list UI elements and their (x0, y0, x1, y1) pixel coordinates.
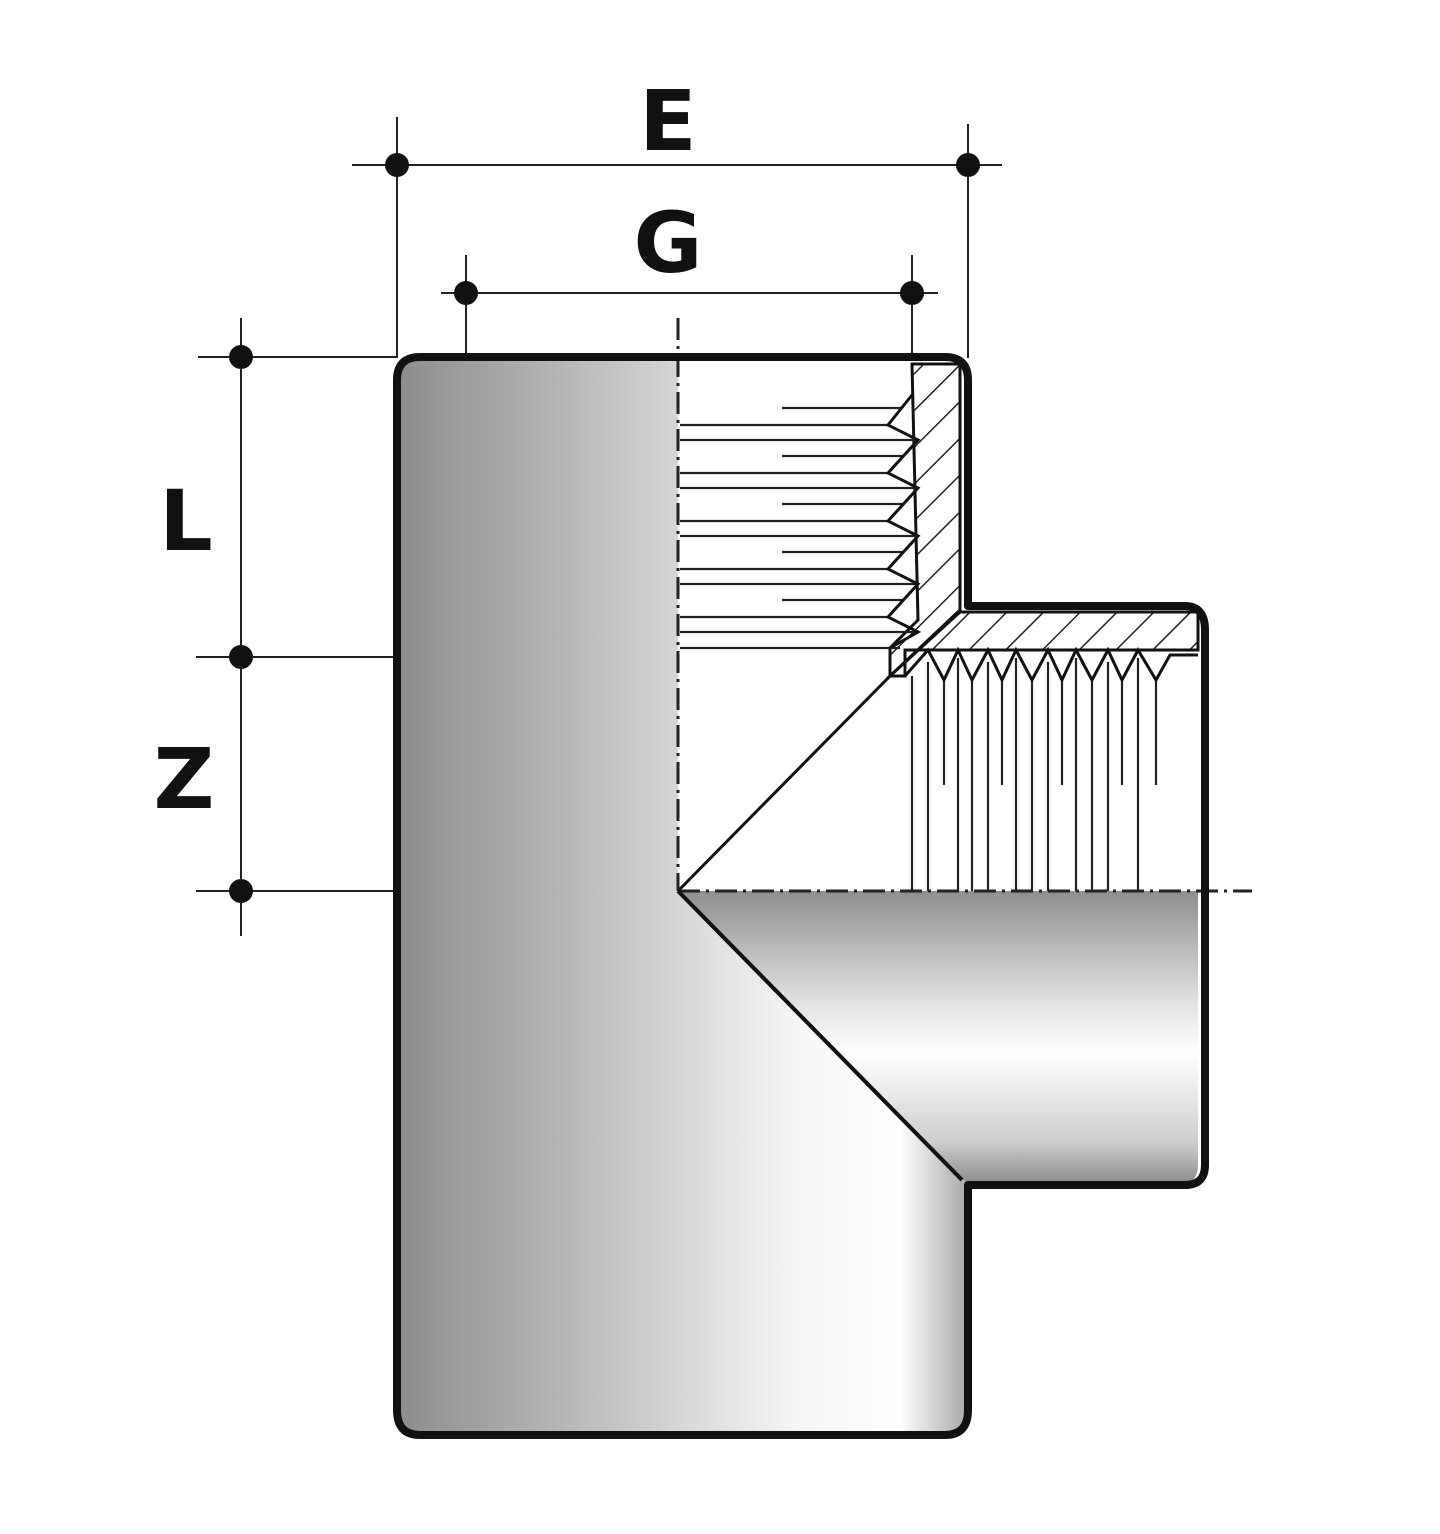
tee-outline (393, 353, 1209, 1439)
dimension-g-start-dot (454, 281, 478, 305)
side-port-threads (903, 646, 1198, 891)
dimension-g: G (441, 194, 938, 355)
dimension-l-z: L Z (154, 318, 397, 936)
dimension-l-label: L (159, 472, 213, 570)
branch-exterior (678, 891, 1198, 1185)
dimension-e: E (352, 72, 1002, 358)
branch-junction-line (676, 889, 964, 1182)
dimension-z-end-dot (229, 879, 253, 903)
dimension-e-end-dot (956, 153, 980, 177)
dimension-g-end-dot (900, 281, 924, 305)
dimension-l-end-dot (229, 645, 253, 669)
top-port-threads (680, 394, 922, 650)
dimension-g-label: G (634, 194, 703, 292)
dimension-z-label: Z (154, 730, 215, 828)
dimension-l-start-dot (229, 345, 253, 369)
dimension-e-start-dot (385, 153, 409, 177)
section-view (676, 357, 1205, 893)
dimension-e-label: E (639, 72, 696, 170)
